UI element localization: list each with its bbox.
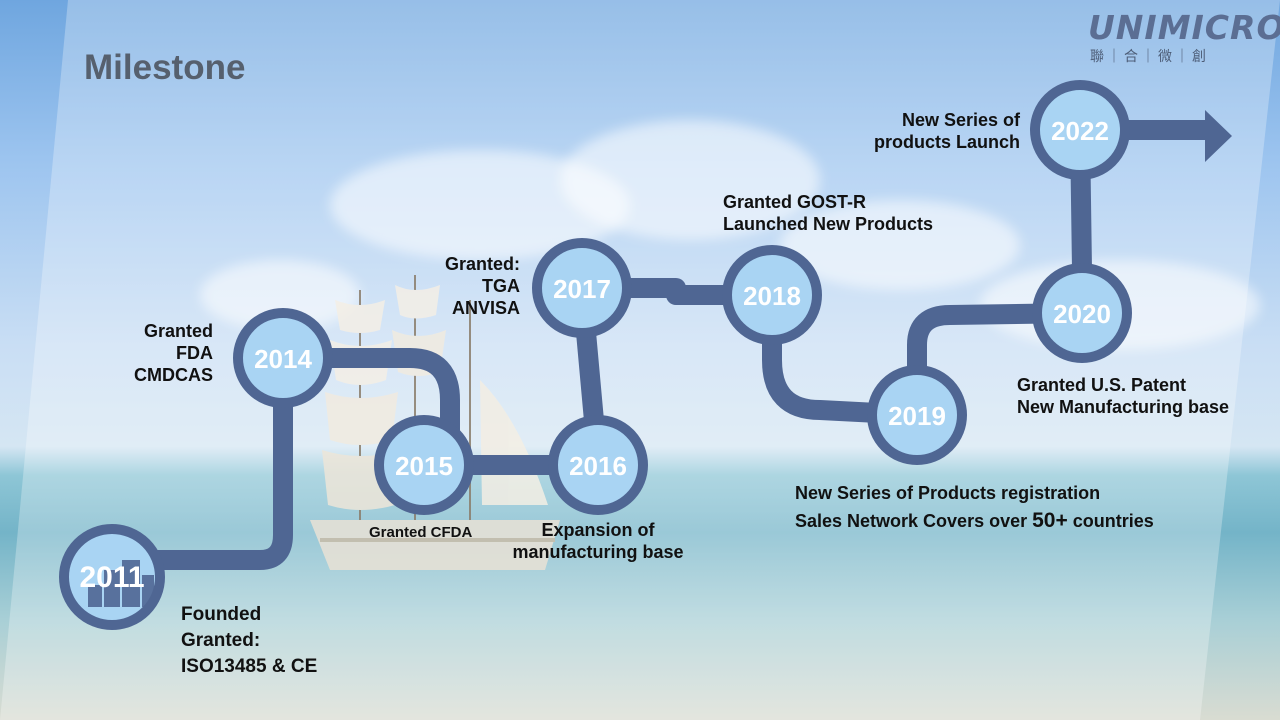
milestone-node-2011: 2011	[59, 524, 165, 630]
milestone-year: 2017	[553, 274, 611, 304]
milestone-node-2017: 2017	[532, 238, 632, 338]
cloud	[560, 120, 820, 240]
company-logo: UNIMICRO 聯｜合｜微｜創	[1088, 8, 1280, 68]
milestone-2020-text: Granted U.S. Patent New Manufacturing ba…	[1017, 375, 1230, 417]
milestone-year: 2014	[254, 344, 312, 374]
milestone-node-2018: 2018	[722, 245, 822, 345]
logo-brand: UNIMICRO	[1088, 8, 1280, 47]
milestone-year: 2016	[569, 451, 627, 481]
milestone-circle	[548, 415, 648, 515]
building-shape	[104, 570, 120, 607]
milestone-node-2019: 2019	[867, 365, 967, 465]
milestone-2022-text: New Series of products Launch	[873, 110, 1020, 152]
milestone-year: 2015	[395, 451, 453, 481]
milestone-circle	[1032, 263, 1132, 363]
timeline-arrow-icon	[1205, 110, 1232, 162]
logo-subtitle: 聯｜合｜微｜創	[1090, 48, 1209, 64]
building-shape	[142, 575, 154, 607]
milestone-year: 2020	[1053, 299, 1111, 329]
milestone-2015-text: Granted CFDA	[369, 524, 473, 541]
milestone-circle	[722, 245, 822, 345]
milestone-year: 2018	[743, 281, 801, 311]
milestone-node-2016: 2016	[548, 415, 648, 515]
milestone-2017-text: Granted: TGA ANVISA	[444, 254, 520, 318]
milestone-2018-text: Granted GOST-R Launched New Products	[723, 192, 934, 234]
milestone-node-2015: 2015	[374, 415, 474, 515]
milestone-2016-text: Expansion of manufacturing base	[512, 520, 684, 562]
milestone-circle	[233, 308, 333, 408]
milestone-circle	[374, 415, 474, 515]
cloud	[780, 200, 1020, 290]
milestone-node-2014: 2014	[233, 308, 333, 408]
milestone-year: 2019	[888, 401, 946, 431]
milestone-year: 2011	[79, 561, 144, 594]
milestone-circle	[532, 238, 632, 338]
milestone-node-2020: 2020	[1032, 263, 1132, 363]
building-shape	[122, 560, 140, 607]
milestone-2014-text: Granted FDA CMDCAS	[134, 321, 213, 385]
milestone-year: 2022	[1051, 116, 1109, 146]
building-shape	[88, 585, 102, 607]
milestone-2019-text: New Series of Products registration Sale…	[795, 483, 1154, 532]
page-title: Milestone	[84, 48, 246, 87]
milestone-node-2022: 2022	[1030, 80, 1130, 180]
milestone-2011-text: Founded Granted: ISO13485 & CE	[181, 604, 318, 677]
milestone-circle	[1030, 80, 1130, 180]
milestone-circle	[867, 365, 967, 465]
building-icon	[88, 560, 154, 607]
